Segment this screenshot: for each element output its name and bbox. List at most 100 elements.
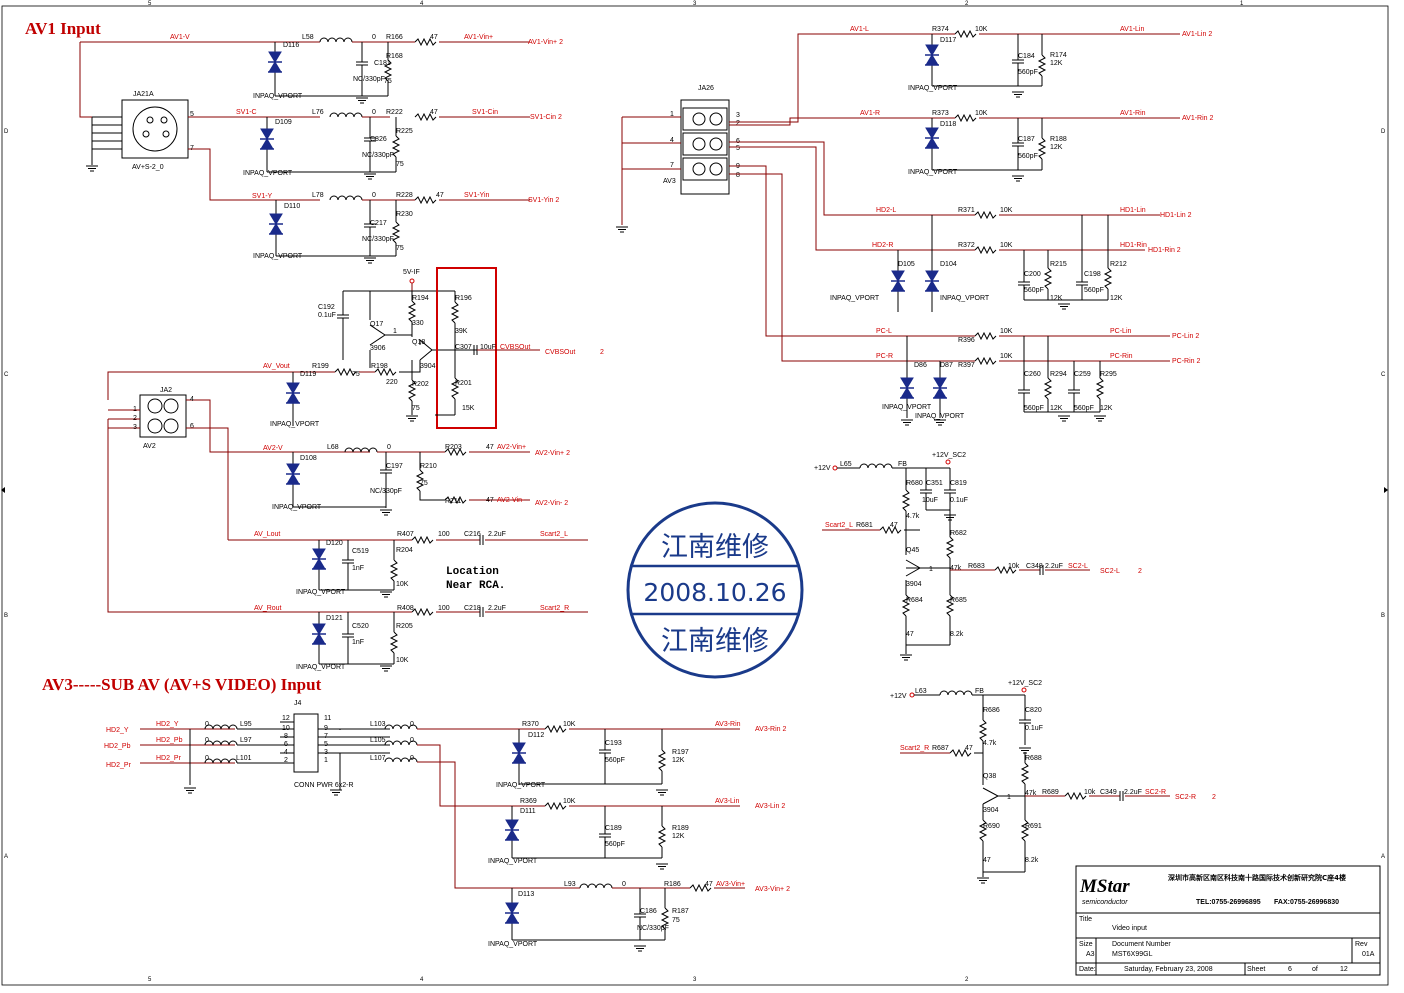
row-label: D — [4, 129, 9, 135]
svg-text:R194: R194 — [412, 295, 429, 302]
svg-text:AV1-Rin 2: AV1-Rin 2 — [1182, 115, 1213, 122]
svg-text:0: 0 — [205, 721, 209, 728]
svg-text:10K: 10K — [563, 798, 576, 805]
col-label: 4 — [420, 977, 424, 983]
net-sv1-cin: SV1-Cin — [472, 109, 498, 116]
svg-text:C189: C189 — [605, 825, 622, 832]
svg-text:R374: R374 — [932, 26, 949, 33]
svg-text:1: 1 — [670, 111, 674, 118]
svg-text:1nF: 1nF — [352, 565, 364, 572]
svg-text:R198: R198 — [371, 363, 388, 370]
svg-text:560pF: 560pF — [1024, 405, 1044, 412]
svg-text:D110: D110 — [284, 203, 300, 210]
svg-text:8: 8 — [736, 172, 740, 179]
svg-text:FB: FB — [975, 688, 984, 695]
svg-text:NC/330pF: NC/330pF — [637, 925, 669, 932]
ja26-part: AV3 — [663, 178, 676, 185]
svg-text:Q38: Q38 — [983, 773, 996, 780]
net-hd2-y: HD2_Y — [156, 721, 179, 728]
svg-text:12K: 12K — [672, 757, 685, 764]
ja2-part: AV2 — [143, 443, 156, 450]
av3-section-title: AV3-----SUB AV (AV+S VIDEO) Input — [42, 675, 322, 694]
svg-text:0: 0 — [372, 192, 376, 199]
svg-text:D113: D113 — [518, 891, 534, 898]
svg-text:D108: D108 — [300, 455, 317, 462]
svg-text:75: 75 — [352, 371, 360, 378]
svg-text:11: 11 — [324, 715, 331, 722]
mstar-logo: MStar — [1079, 876, 1130, 897]
svg-text:4.7k: 4.7k — [906, 513, 920, 520]
docnum-label: Document Number — [1112, 941, 1171, 948]
svg-text:0: 0 — [205, 737, 209, 744]
net-pc-lin: PC-Lin — [1110, 328, 1132, 335]
svg-text:7: 7 — [190, 145, 194, 152]
svg-text:10K: 10K — [1000, 242, 1013, 249]
svg-text:C351: C351 — [926, 480, 943, 487]
svg-text:560pF: 560pF — [1018, 153, 1038, 160]
svg-text:R680: R680 — [906, 480, 923, 487]
svg-text:AV1-Vin+ 2: AV1-Vin+ 2 — [528, 39, 563, 46]
svg-text:1: 1 — [929, 566, 933, 573]
svg-text:4.7k: 4.7k — [983, 740, 997, 747]
svg-text:C826: C826 — [370, 136, 387, 143]
net-av1-l: AV1-L — [850, 26, 869, 33]
svg-text:R204: R204 — [396, 547, 413, 554]
svg-text:1nF: 1nF — [352, 639, 364, 646]
col-label: 3 — [693, 1, 697, 7]
svg-text:R372: R372 — [958, 242, 975, 249]
net-av1-vin-plus: AV1-Vin+ — [464, 34, 493, 41]
svg-text:D104: D104 — [940, 261, 957, 268]
svg-text:D119: D119 — [300, 371, 316, 378]
svg-text:47k: 47k — [1025, 790, 1037, 797]
svg-text:15K: 15K — [462, 405, 475, 412]
svg-text:R189: R189 — [672, 825, 689, 832]
svg-text:2.2uF: 2.2uF — [1124, 789, 1142, 796]
svg-text:0: 0 — [372, 109, 376, 116]
diode-part: INPAQ_VPORT — [488, 941, 538, 948]
svg-text:Q18: Q18 — [412, 339, 425, 346]
svg-text:47: 47 — [436, 192, 444, 199]
net-pc-l: PC-L — [876, 328, 892, 335]
svg-text:C217: C217 — [370, 220, 387, 227]
svg-text:47: 47 — [430, 109, 438, 116]
diode-part: INPAQ_VPORT — [908, 169, 958, 176]
svg-text:SC2-R: SC2-R — [1175, 794, 1196, 801]
svg-text:10K: 10K — [975, 26, 988, 33]
svg-text:47: 47 — [906, 631, 914, 638]
net-av1-r: AV1-R — [860, 110, 880, 117]
svg-text:NC/330pF: NC/330pF — [362, 236, 394, 243]
svg-text:R202: R202 — [412, 381, 429, 388]
svg-text:C197: C197 — [386, 463, 403, 470]
svg-text:R294: R294 — [1050, 371, 1067, 378]
col-label: 3 — [693, 977, 697, 983]
svg-text:SV1-Yin 2: SV1-Yin 2 — [528, 197, 559, 204]
svg-text:10K: 10K — [1000, 353, 1013, 360]
svg-text:47: 47 — [486, 497, 494, 504]
svg-text:R215: R215 — [1050, 261, 1067, 268]
svg-text:C348: C348 — [1026, 563, 1043, 570]
svg-text:10K: 10K — [975, 110, 988, 117]
av3-sub-av-block: J4 CONN PWR 6x2-R HD2_Y HD2_Pb HD2_Pr HD… — [104, 700, 790, 952]
company-fax: FAX:0755-26996830 — [1274, 899, 1339, 906]
col-label: 2 — [965, 1, 969, 7]
svg-text:L58: L58 — [302, 34, 314, 41]
svg-text:C187: C187 — [1018, 136, 1035, 143]
net-cvbsout: CVBSOut — [500, 344, 530, 351]
net-av1-lin: AV1-Lin — [1120, 26, 1144, 33]
svg-text:R168: R168 — [386, 53, 403, 60]
svg-text:75: 75 — [396, 161, 404, 168]
svg-text:R230: R230 — [396, 211, 413, 218]
svg-text:12: 12 — [282, 715, 290, 722]
svg-text:C181: C181 — [374, 60, 391, 67]
net-pc-rin: PC-Rin — [1110, 353, 1133, 360]
svg-text:75: 75 — [412, 405, 420, 412]
svg-text:C819: C819 — [950, 480, 967, 487]
svg-text:4: 4 — [190, 396, 194, 403]
svg-text:0: 0 — [410, 721, 414, 728]
net-av-vout: AV_Vout — [263, 363, 290, 370]
col-label: 4 — [420, 1, 424, 7]
svg-text:C520: C520 — [352, 623, 369, 630]
company-address: 深圳市高新区南区科技南十路国际技术创新研究院C座4楼 — [1168, 873, 1346, 882]
svg-text:75: 75 — [396, 245, 404, 252]
